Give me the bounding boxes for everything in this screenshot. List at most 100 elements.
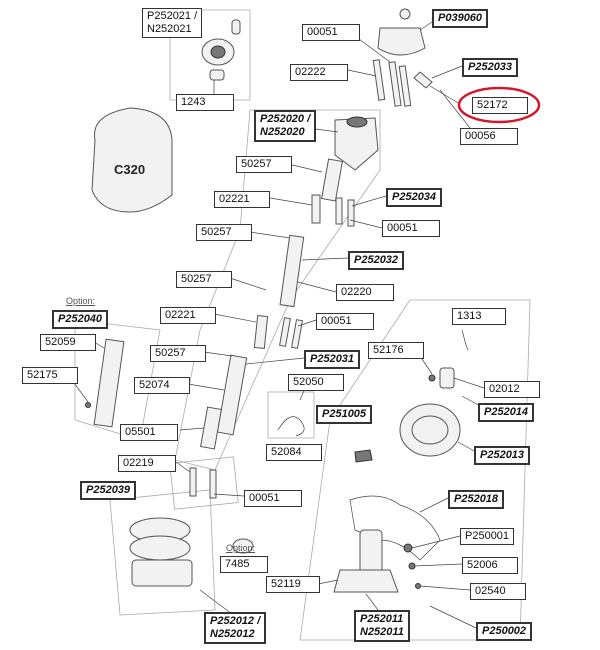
label-p252013: P252013	[474, 446, 531, 465]
leader-02222	[347, 69, 377, 77]
leader-p252013	[457, 441, 477, 453]
reel-inner	[411, 415, 449, 445]
leader-p252012	[199, 589, 233, 615]
option-7485-part	[232, 538, 254, 554]
leader-p252034	[351, 195, 387, 207]
leader-p250001	[411, 535, 461, 549]
tube-52059	[93, 338, 125, 428]
pin-02221-a	[311, 194, 321, 224]
knob-part	[377, 27, 426, 56]
tube-02220	[279, 234, 305, 308]
label-50257-a: 50257	[236, 156, 292, 173]
label-00051-c: 00051	[316, 313, 374, 330]
leader-00051-b	[349, 219, 383, 229]
pin-00051-b-1	[335, 197, 343, 225]
reel-p252012-mid	[129, 535, 191, 561]
label-52176: 52176	[368, 342, 424, 359]
label-50257-c: 50257	[176, 271, 232, 288]
spring-part	[413, 71, 433, 89]
leader-52172	[429, 85, 461, 105]
label-52119: 52119	[266, 576, 320, 593]
part-02540	[415, 583, 421, 589]
leader-02012	[453, 377, 485, 389]
label-option-1: Option:	[66, 296, 96, 306]
reel-p252012-base	[131, 559, 193, 587]
leader-00051-d	[213, 493, 245, 497]
leader-p039060	[419, 21, 433, 31]
label-p252011: P252011 N252011	[354, 610, 410, 642]
label-02222: 02222	[290, 64, 348, 81]
label-00051-b: 00051	[382, 220, 440, 237]
label-p252012: P252012 / N252012	[204, 612, 267, 644]
label-00056: 00056	[460, 128, 518, 145]
ring-part	[399, 8, 411, 20]
wire-1313	[461, 329, 469, 351]
cap-p250001	[403, 543, 413, 553]
label-50257-d: 50257	[150, 345, 206, 362]
small-bolt-part	[209, 69, 225, 81]
pin-02221-b	[253, 315, 269, 349]
label-05501: 05501	[120, 424, 178, 441]
label-p250002: P250002	[476, 622, 533, 641]
leader-50257-c	[229, 277, 267, 291]
screw-52176	[428, 374, 436, 382]
label-1243: 1243	[176, 94, 234, 111]
leader-00056	[439, 89, 471, 129]
tube-05501	[200, 406, 222, 450]
label-02221-b: 02221	[160, 307, 216, 324]
label-c320: C320	[114, 162, 146, 177]
leader-52119	[317, 579, 339, 585]
highlight-ellipse	[457, 86, 541, 124]
label-52006: 52006	[462, 557, 518, 574]
frame-top-left	[169, 9, 251, 101]
box-p251005	[267, 391, 315, 439]
leader-p252033	[431, 65, 463, 79]
frame-p252018	[349, 495, 441, 561]
pin-02222-a	[372, 59, 386, 101]
label-7485: 7485	[220, 556, 268, 573]
leader-50257-b	[249, 231, 291, 239]
pin-02222-b	[388, 61, 402, 107]
leader-02220	[297, 281, 337, 293]
label-p039060: P039060	[432, 9, 489, 28]
label-02220: 02220	[336, 284, 394, 301]
label-p252032: P252032	[348, 251, 405, 270]
leader-50257-d	[203, 351, 233, 357]
pin-02219-a	[189, 467, 197, 497]
clip-part	[231, 19, 241, 35]
label-52074: 52074	[134, 377, 190, 394]
tube-below-head	[321, 158, 343, 202]
label-52172: 52172	[472, 97, 528, 114]
pin-02219-b	[209, 469, 217, 499]
label-52175: 52175	[22, 367, 78, 384]
leader-52006	[413, 563, 463, 567]
leader-p252031	[245, 357, 305, 365]
label-00051-top: 00051	[302, 24, 360, 41]
label-p252033: P252033	[462, 58, 519, 77]
leader-p252014	[461, 395, 481, 407]
pin-00051-c-1	[279, 317, 291, 347]
leader-p252018	[419, 497, 449, 513]
label-p252040: P252040	[52, 310, 109, 329]
label-02221-a: 02221	[214, 191, 270, 208]
box-p252039	[169, 456, 239, 510]
leader-00051-c	[297, 319, 317, 327]
label-02219: 02219	[118, 455, 176, 472]
label-p251005: P251005	[316, 405, 373, 424]
leader-02221-b	[213, 313, 257, 323]
head-top	[346, 116, 368, 128]
pin-02222-c	[398, 65, 412, 107]
leader-p252011	[365, 593, 379, 611]
label-00051-d: 00051	[244, 490, 302, 507]
label-p252020: P252020 / N252020	[254, 110, 317, 142]
label-p252018: P252018	[448, 490, 505, 509]
head-assembly	[334, 117, 379, 171]
wheel-hub	[210, 45, 226, 59]
leader-p250002	[429, 605, 477, 629]
label-1313: 1313	[452, 308, 506, 325]
label-p252021: P252021 / N252021	[142, 8, 203, 38]
nut-part	[354, 449, 373, 463]
leader-02221-a	[269, 197, 313, 206]
label-50257-b: 50257	[196, 224, 252, 241]
